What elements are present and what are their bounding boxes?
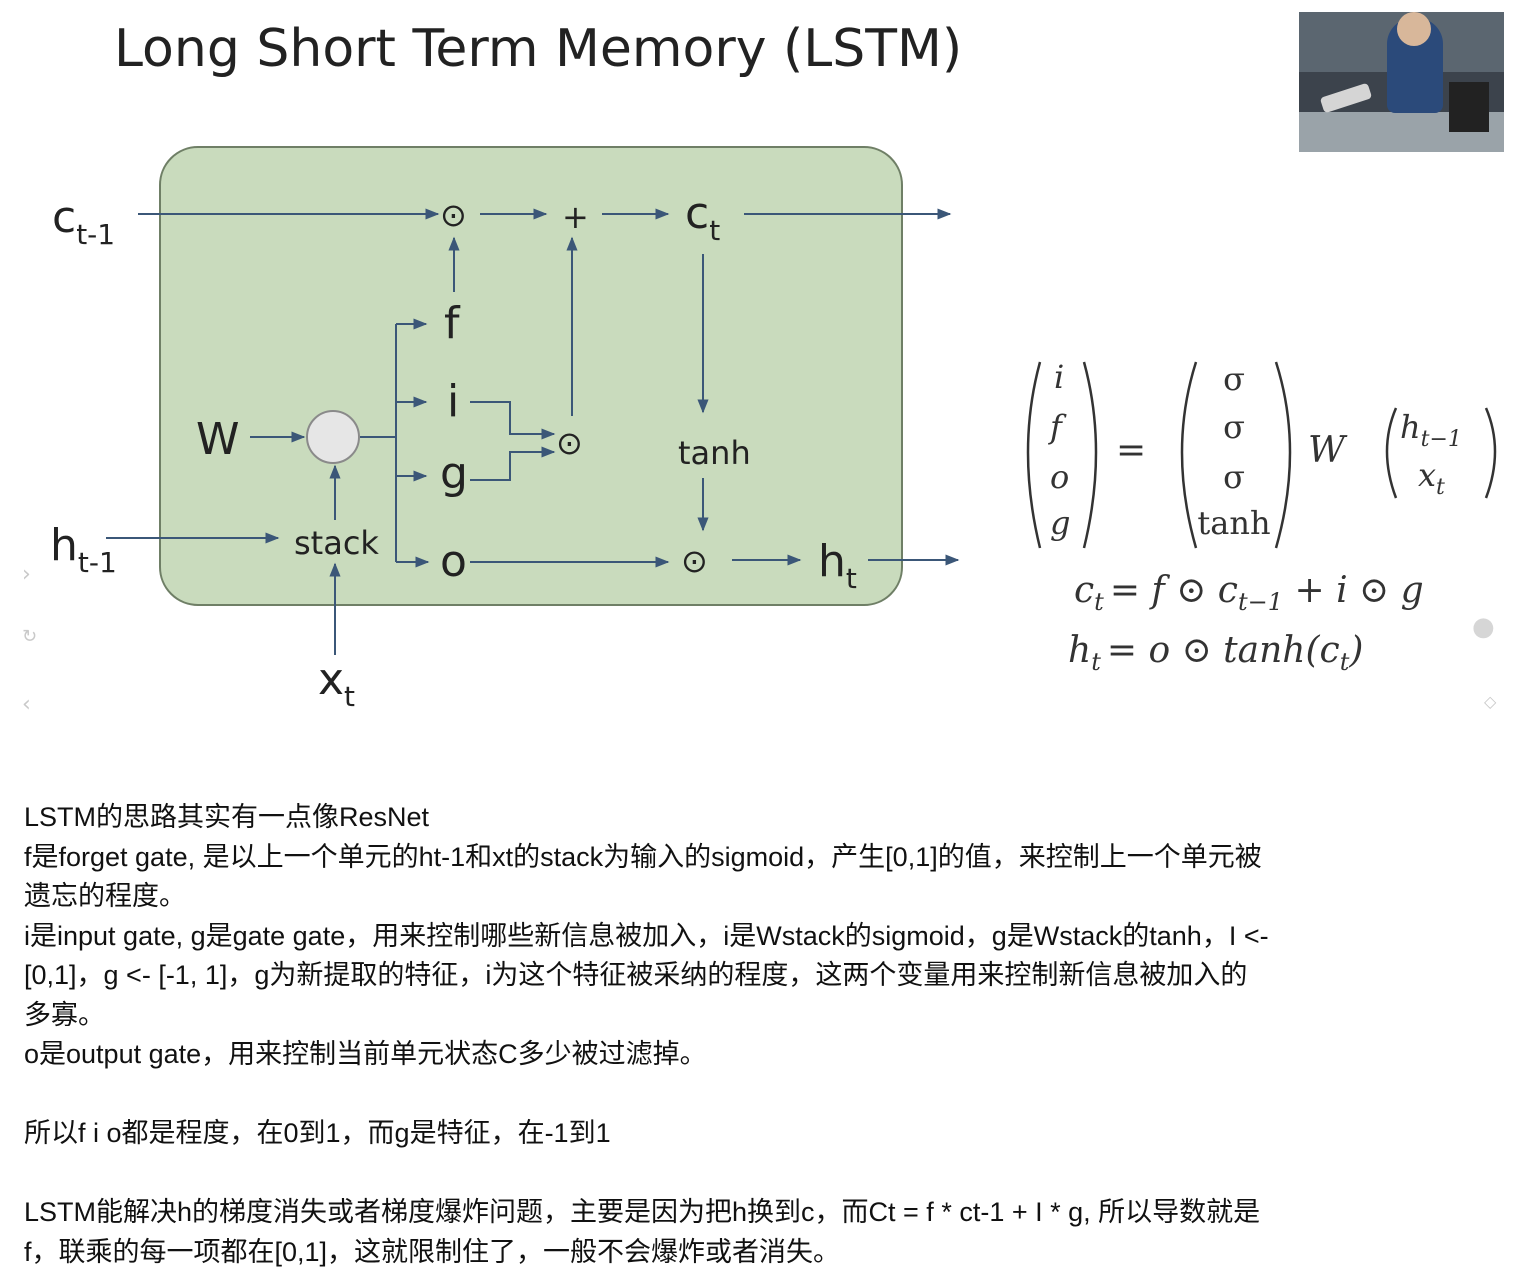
op-odot-forget: ⊙ (440, 196, 467, 234)
eq-equals: = (1116, 430, 1146, 471)
lstm-diagram-svg: Long Short Term Memory (LSTM) (50, 19, 1497, 713)
label-c-next: ct (685, 188, 720, 247)
vec-o: o (1050, 458, 1069, 496)
note-line: o是output gate，用来控制当前单元状态C多少被过滤掉。 (24, 1039, 707, 1069)
label-h-prev: ht-1 (50, 520, 117, 579)
note-gap (24, 1154, 1274, 1194)
player-back-icon[interactable]: ‹ (22, 692, 31, 717)
vec-g: g (1050, 504, 1070, 542)
label-stack: stack (294, 524, 379, 562)
label-x-in: xt (318, 654, 355, 713)
gate-f: f (444, 298, 461, 349)
label-tanh: tanh (678, 434, 751, 472)
eq-weight: W (1308, 430, 1348, 471)
gate-g: g (440, 448, 468, 499)
vec-i: i (1054, 358, 1064, 396)
player-expand-icon[interactable]: ◇ (1484, 692, 1497, 711)
op-odot-input: ⊙ (556, 424, 583, 462)
arrow-i-to-odot (470, 401, 556, 440)
act-3: tanh (1197, 504, 1270, 542)
note-line: f是forget gate, 是以上一个单元的ht-1和xt的stack为输入的… (24, 841, 1262, 912)
player-next-icon[interactable]: › (22, 562, 31, 587)
label-h-next: ht (818, 536, 857, 595)
lstm-cell-box (159, 146, 903, 606)
note-gap (24, 1075, 1274, 1115)
note-line: LSTM能解决h的梯度消失或者梯度爆炸问题，主要是因为把h换到c，而Ct = f… (24, 1197, 1261, 1267)
gate-i: i (447, 376, 459, 427)
concat-node (306, 410, 360, 464)
gate-o: o (440, 536, 467, 587)
arrow-g-to-odot (470, 446, 556, 481)
act-0: σ (1223, 360, 1245, 398)
input-x: xt (1418, 456, 1445, 500)
op-plus: + (562, 198, 589, 236)
slide-title: Long Short Term Memory (LSTM) (114, 19, 962, 79)
lecturer-video-thumbnail (1299, 12, 1504, 152)
label-c-prev: ct-1 (52, 192, 115, 251)
note-line: 所以f i o都是程度，在0到1，而g是特征，在-1到1 (24, 1118, 611, 1148)
hidden-state-equation: ht= o ⊙ tanh(ct) (1068, 630, 1363, 676)
act-2: σ (1223, 458, 1245, 496)
gate-equation: i f o g = σ σ σ tanh W ht−1 xt (1026, 358, 1497, 549)
note-line: i是input gate, g是gate gate，用来控制哪些新信息被加入，i… (24, 920, 1269, 1030)
player-dot-icon[interactable]: ● (1472, 612, 1495, 642)
vec-f: f (1048, 408, 1067, 446)
act-1: σ (1223, 408, 1245, 446)
op-odot-output: ⊙ (681, 542, 708, 580)
player-refresh-icon[interactable]: ↻ (22, 626, 38, 647)
note-line: LSTM的思路其实有一点像ResNet (24, 802, 430, 832)
cell-state-equation: ct= f ⊙ ct−1 + i ⊙ g (1074, 570, 1424, 616)
label-weight: W (196, 414, 240, 465)
lecture-slide: Long Short Term Memory (LSTM) (22, 0, 1504, 720)
lecture-notes: LSTM的思路其实有一点像ResNet f是forget gate, 是以上一个… (24, 798, 1274, 1272)
input-h: ht−1 (1400, 408, 1462, 452)
